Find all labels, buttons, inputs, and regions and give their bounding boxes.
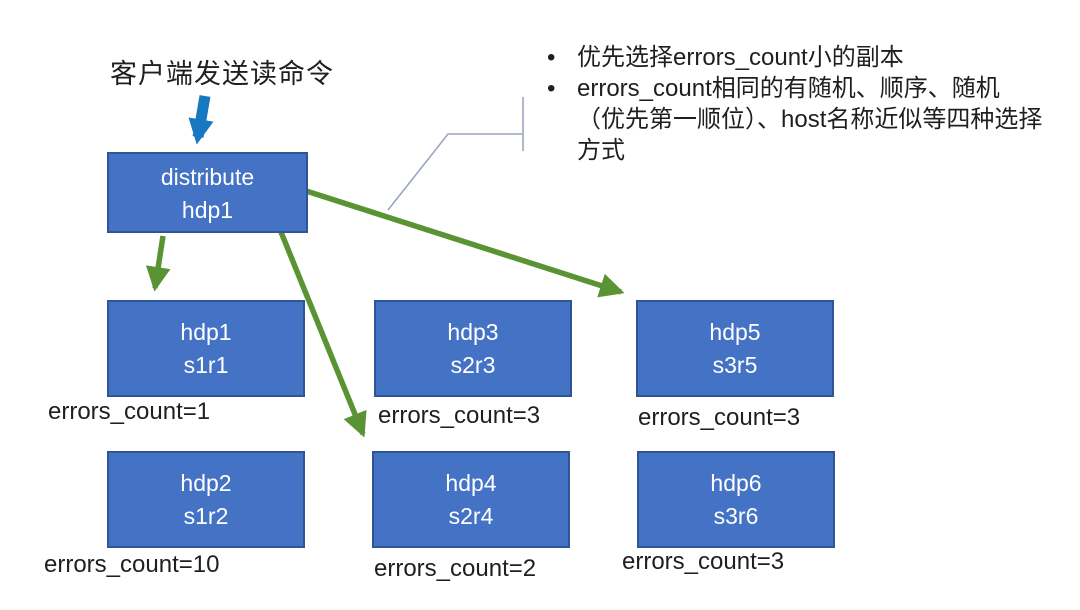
errors-count-label-hdp6: errors_count=3 <box>622 548 785 575</box>
errors-count-label-hdp2: errors_count=10 <box>44 551 220 578</box>
note-item: errors_count相同的有随机、顺序、随机（优先第一顺位）、host名称近… <box>545 73 1047 166</box>
node-name: hdp4 <box>445 470 497 496</box>
selection-notes-list: 优先选择errors_count小的副本 errors_count相同的有随机、… <box>545 42 1047 166</box>
replica-node-hdp4: hdp4 s2r4 <box>372 451 570 548</box>
node-name: hdp1 <box>180 319 232 345</box>
distribute-node-box: distribute hdp1 <box>107 152 308 233</box>
node-replica: s1r1 <box>183 352 229 378</box>
errors-count-label-hdp3: errors_count=3 <box>378 402 541 429</box>
distribute-host: hdp1 <box>181 197 234 223</box>
node-name: hdp5 <box>709 319 761 345</box>
note-item: 优先选择errors_count小的副本 <box>545 42 1047 73</box>
errors-count-label-hdp5: errors_count=3 <box>638 404 801 431</box>
client-command-label: 客户端发送读命令 <box>110 59 334 89</box>
arrow-to-hdp1-icon <box>145 235 171 292</box>
node-replica: s3r5 <box>712 352 758 378</box>
replica-node-hdp2: hdp2 s1r2 <box>107 451 305 548</box>
replica-node-hdp6: hdp6 s3r6 <box>637 451 835 548</box>
client-command-arrow <box>188 95 214 145</box>
errors-count-label-hdp4: errors_count=2 <box>374 555 537 582</box>
node-name: hdp6 <box>710 470 762 496</box>
note-callout-line <box>387 133 522 211</box>
node-replica: s3r6 <box>713 503 759 529</box>
node-name: hdp3 <box>447 319 499 345</box>
replica-node-hdp5: hdp5 s3r5 <box>636 300 834 397</box>
replica-node-hdp1: hdp1 s1r1 <box>107 300 305 397</box>
node-replica: s1r2 <box>183 503 229 529</box>
node-name: hdp2 <box>180 470 232 496</box>
node-replica: s2r3 <box>450 352 496 378</box>
arrow-to-hdp4-icon <box>278 230 367 438</box>
replica-node-hdp3: hdp3 s2r3 <box>374 300 572 397</box>
node-replica: s2r4 <box>448 503 494 529</box>
arrow-to-hdp5-icon <box>299 186 625 298</box>
distribute-label: distribute <box>160 164 255 190</box>
errors-count-label-hdp1: errors_count=1 <box>48 398 211 425</box>
